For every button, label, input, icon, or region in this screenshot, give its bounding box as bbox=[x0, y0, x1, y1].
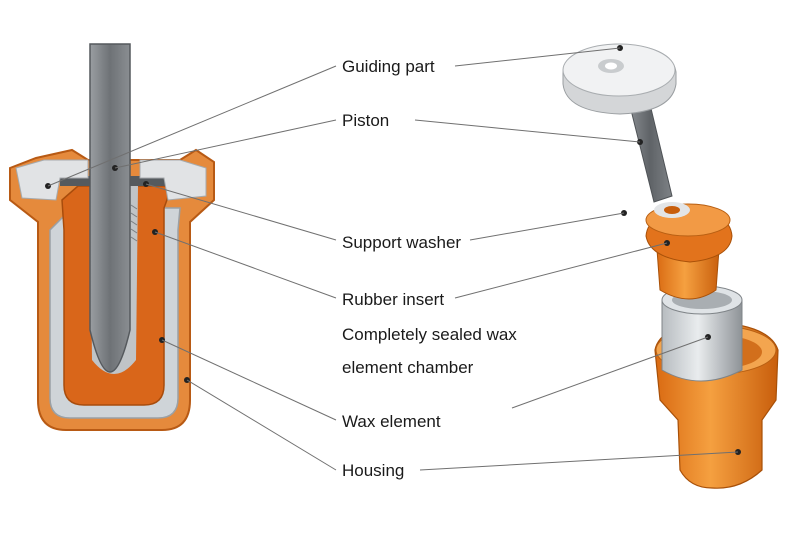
label-housing: Housing bbox=[342, 461, 405, 480]
piston-section bbox=[89, 43, 131, 373]
guiding-part-disc bbox=[562, 43, 677, 115]
cross-section bbox=[9, 43, 215, 431]
label-chamber-line2: element chamber bbox=[342, 358, 474, 377]
label-rubber-insert: Rubber insert bbox=[342, 290, 445, 309]
label-wax-element: Wax element bbox=[342, 412, 441, 431]
label-guiding-part: Guiding part bbox=[342, 57, 435, 76]
guiding-part-section bbox=[15, 159, 89, 201]
label-chamber-line1: Completely sealed wax bbox=[342, 325, 517, 344]
leader-lines bbox=[47, 47, 739, 471]
label-piston: Piston bbox=[342, 111, 390, 130]
rubber-insert-part bbox=[645, 202, 733, 300]
wax-element-part bbox=[661, 285, 743, 382]
label-support-washer: Support washer bbox=[342, 233, 462, 252]
exploded-view bbox=[562, 43, 779, 489]
